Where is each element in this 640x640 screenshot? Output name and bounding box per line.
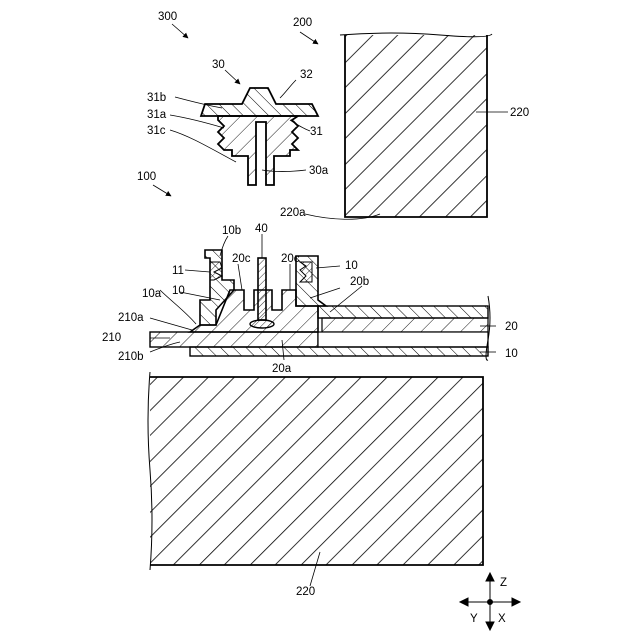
- label-30a: 30a: [309, 165, 329, 177]
- label-10-left: 10: [172, 285, 185, 297]
- layer-210: [150, 332, 318, 347]
- label-220-bottom: 220: [296, 586, 315, 598]
- label-210: 210: [102, 332, 121, 344]
- body-31: [218, 116, 298, 185]
- cap-32: [201, 88, 318, 116]
- label-10b: 10b: [222, 225, 241, 237]
- label-10-right: 10: [345, 260, 358, 272]
- label-10a: 10a: [142, 288, 162, 300]
- axis-label-z: Z: [500, 577, 507, 589]
- label-32: 32: [300, 69, 313, 81]
- label-10-bottom: 10: [505, 348, 518, 360]
- axis-label-y: Y: [470, 613, 478, 625]
- block-220-top: [340, 33, 492, 217]
- label-20c-right: 20c: [281, 253, 300, 265]
- label-11: 11: [172, 265, 184, 277]
- label-20b: 20b: [350, 276, 369, 288]
- label-20c-left: 20c: [232, 253, 251, 265]
- label-31c: 31c: [147, 125, 166, 137]
- label-31: 31: [310, 126, 323, 138]
- label-200: 200: [293, 17, 312, 29]
- label-20: 20: [505, 321, 518, 333]
- label-31b: 31b: [147, 92, 166, 104]
- pin-40: [258, 258, 266, 320]
- label-210b: 210b: [118, 351, 144, 363]
- label-30: 30: [212, 59, 225, 71]
- axis-indicator: [460, 573, 520, 630]
- label-31a: 31a: [147, 109, 167, 121]
- label-210a: 210a: [118, 312, 144, 324]
- axis-label-x: X: [498, 613, 506, 625]
- label-300: 300: [158, 11, 177, 23]
- label-220a: 220a: [280, 207, 306, 219]
- label-220-top: 220: [510, 107, 529, 119]
- label-100: 100: [137, 171, 156, 183]
- label-40: 40: [255, 223, 268, 235]
- film-10-top: [318, 306, 488, 318]
- layer-20: [322, 318, 488, 332]
- film-10-bottom: [190, 347, 488, 356]
- assembly-100: [150, 250, 488, 356]
- label-20a: 20a: [272, 363, 292, 375]
